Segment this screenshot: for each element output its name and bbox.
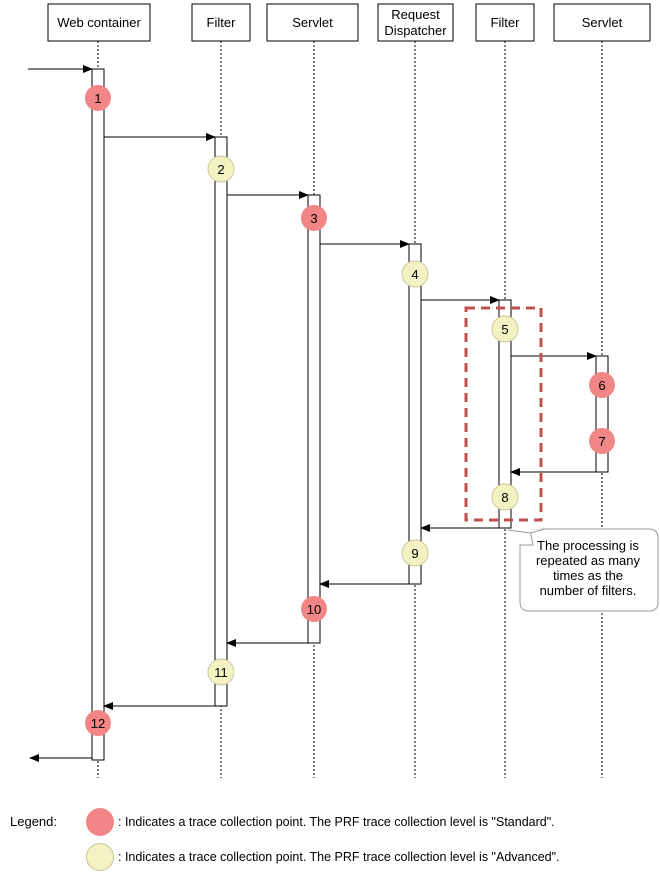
trace-point-10-standard: [301, 596, 327, 622]
trace-point-label-11: 11: [214, 665, 228, 680]
participant-box-3: [266, 3, 359, 42]
callout-tail: [507, 528, 546, 534]
trace-point-2-advanced: [207, 155, 235, 183]
trace-point-label-4: 4: [411, 267, 418, 282]
trace-point-6-standard: [589, 372, 615, 398]
trace-point-label-3: 3: [310, 211, 317, 226]
participant-box-2: [191, 3, 251, 42]
trace-point-8-advanced: [491, 483, 519, 511]
trace-point-9-advanced: [401, 539, 429, 567]
activation-bar-4: [408, 243, 422, 585]
trace-point-label-1: 1: [94, 91, 101, 106]
participant-label-3: Servlet: [292, 15, 333, 30]
legend-advanced-text: : Indicates a trace collection point. Th…: [118, 850, 560, 864]
repeat-frame: [464, 306, 543, 522]
participant-label-2: Filter: [207, 15, 237, 30]
participant-box-4: [377, 3, 454, 42]
activation-bar-3: [307, 194, 321, 644]
participant-box-5: [475, 3, 535, 42]
participant-box-6: [553, 3, 651, 42]
trace-point-12-standard: [85, 710, 111, 736]
legend-label: Legend:: [10, 814, 57, 829]
trace-point-4-advanced: [401, 260, 429, 288]
callout-bubble: [519, 528, 659, 612]
trace-point-label-9: 9: [411, 546, 418, 561]
trace-point-label-2: 2: [217, 162, 224, 177]
trace-point-label-5: 5: [501, 322, 508, 337]
participant-label-1: Web container: [57, 15, 141, 30]
trace-point-label-6: 6: [598, 378, 605, 393]
advanced-point-legend-icon: [86, 843, 114, 871]
trace-point-label-12: 12: [91, 716, 105, 731]
standard-point-legend-icon: [86, 808, 114, 836]
participant-label-5: Filter: [491, 15, 521, 30]
activation-bar-1: [91, 68, 105, 761]
legend-advanced: : Indicates a trace collection point. Th…: [86, 843, 560, 871]
trace-point-5-advanced: [491, 315, 519, 343]
trace-point-3-standard: [301, 205, 327, 231]
trace-point-label-7: 7: [598, 434, 605, 449]
activation-bar-2: [214, 136, 228, 707]
trace-point-7-standard: [589, 428, 615, 454]
participant-label-6: Servlet: [582, 15, 623, 30]
trace-point-label-10: 10: [307, 602, 321, 617]
trace-point-11-advanced: [207, 658, 235, 686]
participant-box-1: [47, 3, 151, 42]
trace-point-1-standard: [85, 85, 111, 111]
legend-standard-text: : Indicates a trace collection point. Th…: [118, 815, 555, 829]
trace-point-label-8: 8: [501, 490, 508, 505]
activation-bar-5: [498, 299, 512, 529]
legend-standard: : Indicates a trace collection point. Th…: [86, 808, 555, 836]
